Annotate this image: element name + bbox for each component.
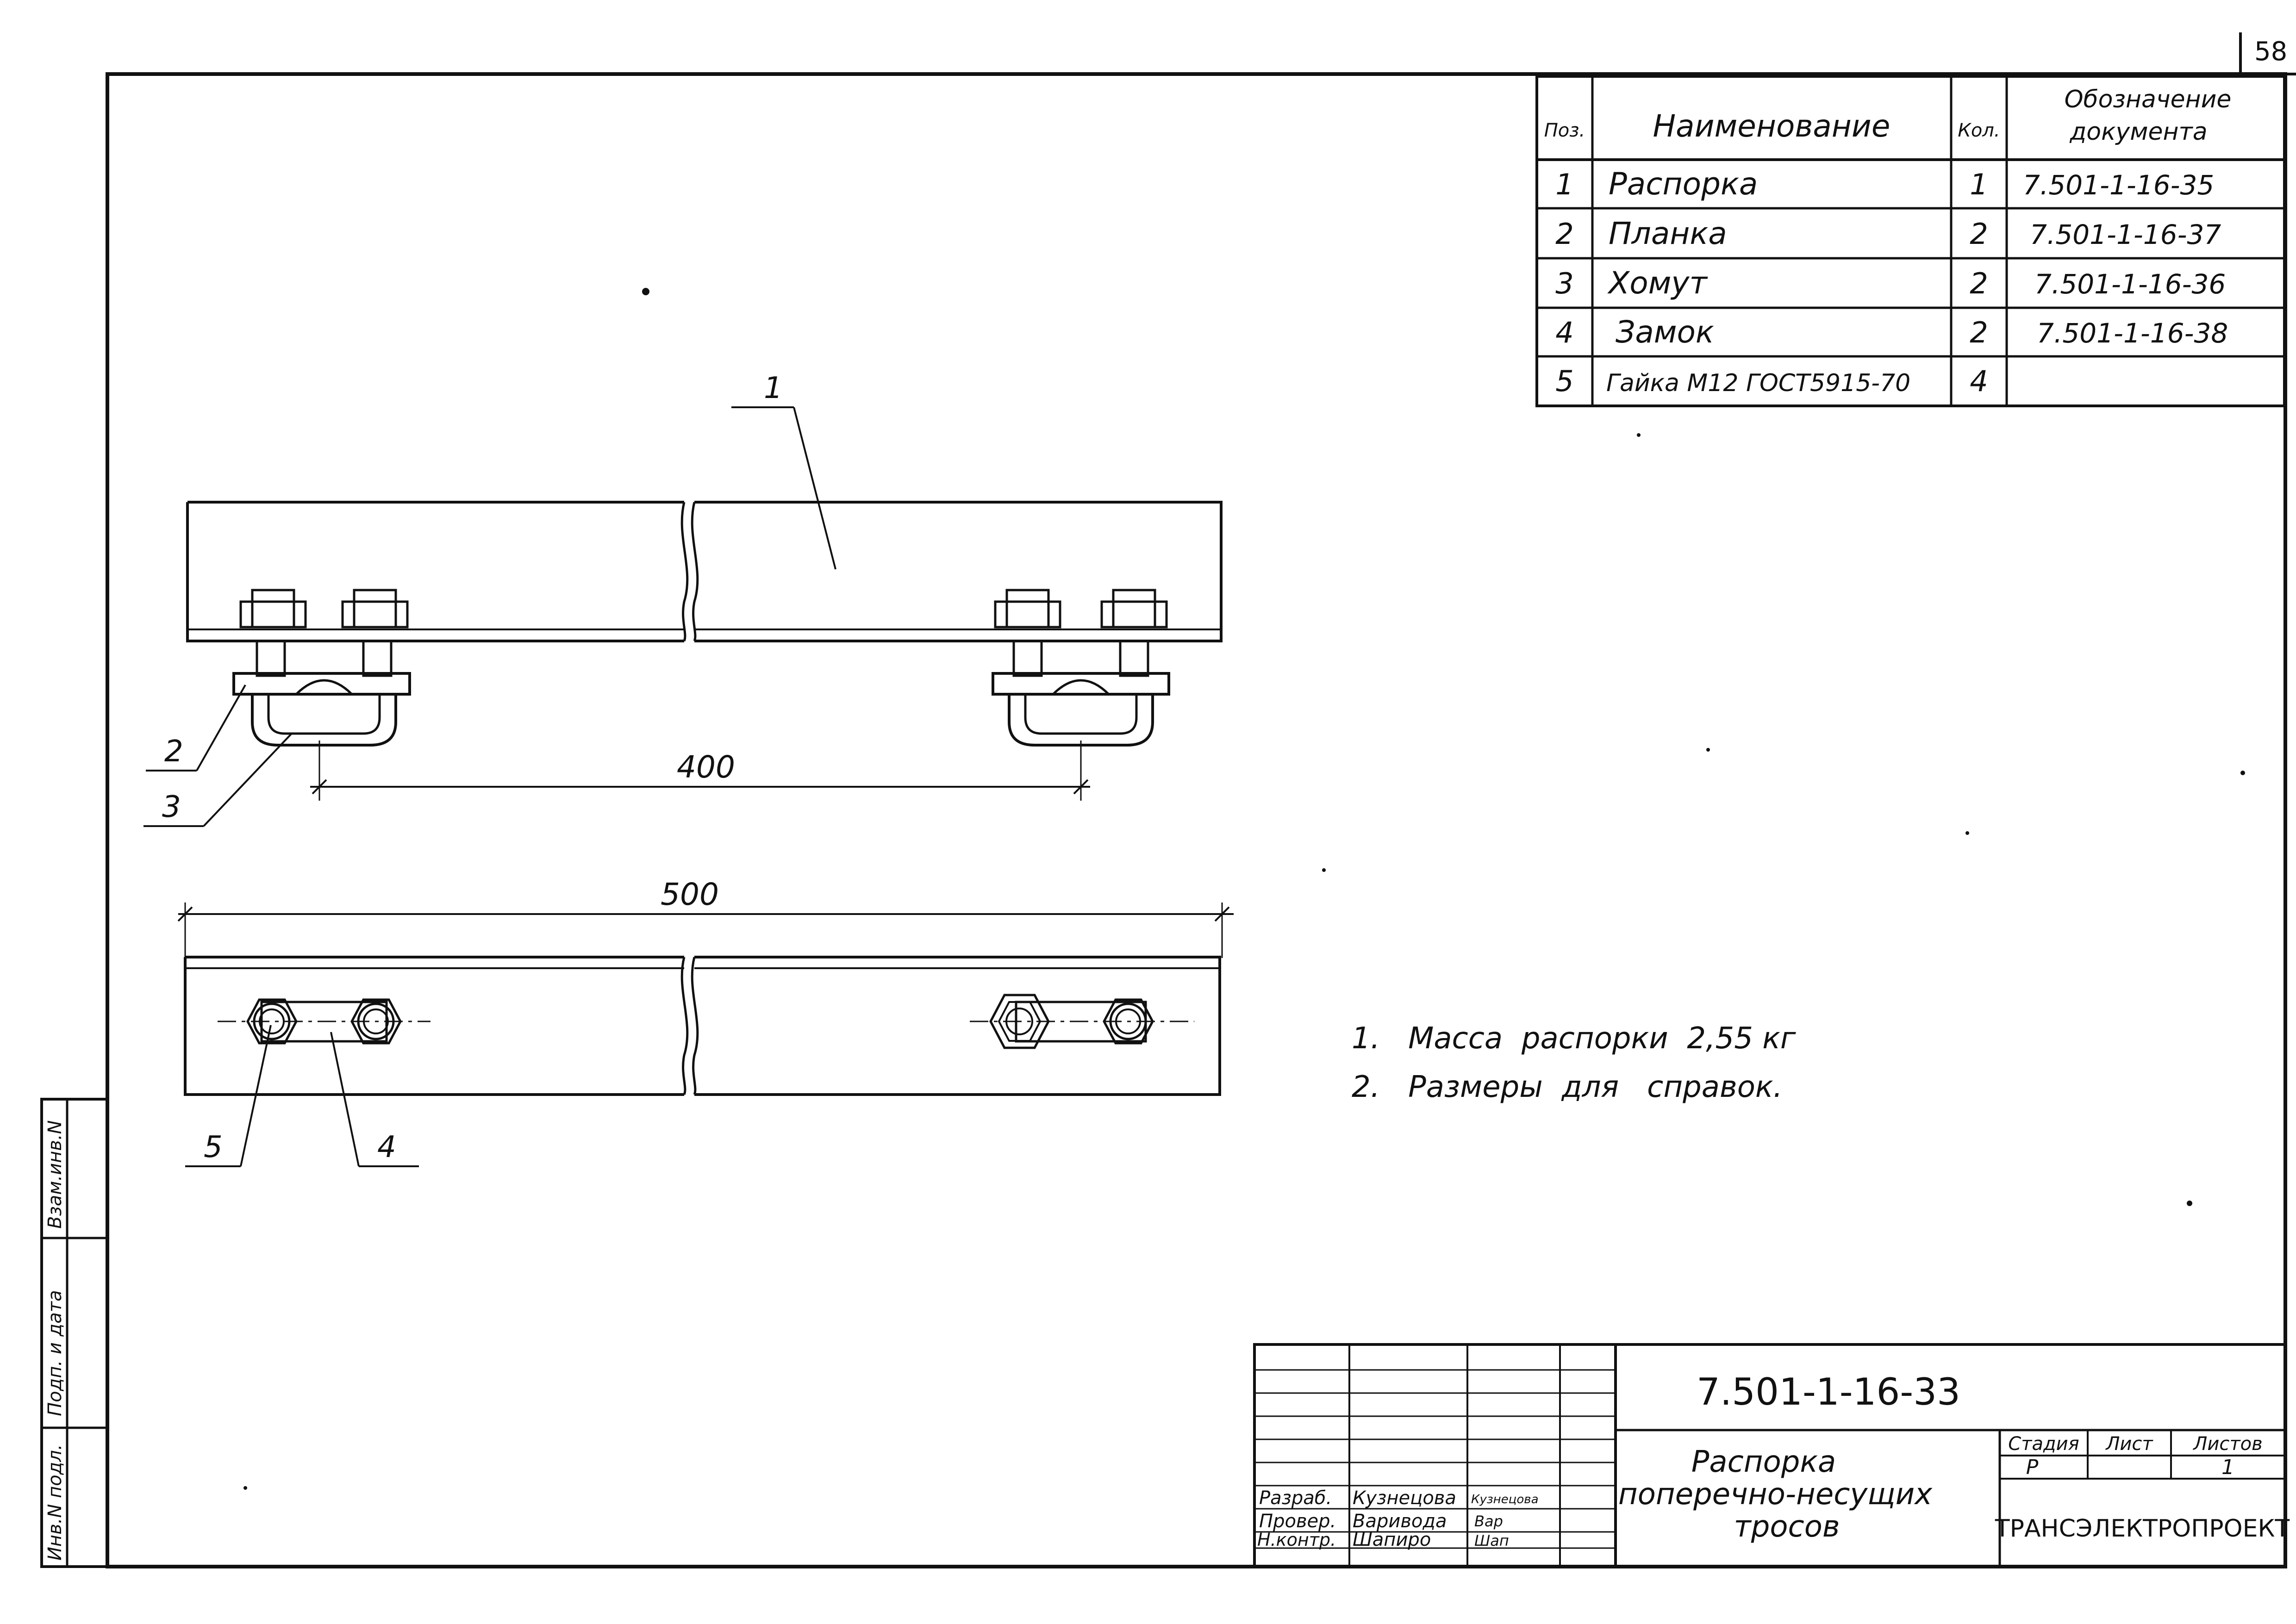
spec-row-qty: 2 [1970, 267, 1988, 300]
title-block: Разраб. Кузнецова Кузнецова Провер. Вари… [1253, 1343, 2290, 1568]
callout-4-label: 4 [377, 1130, 396, 1164]
callout-3-label: 3 [162, 790, 181, 824]
spec-row-name: Распорка [1609, 166, 1758, 202]
side-stamp-replaced-inv: Взам.инв.N [44, 1120, 66, 1229]
scan-noise [243, 288, 2245, 1490]
note-2: 2. Размеры для справок. [1352, 1070, 1783, 1104]
dimension-400: 400 [310, 740, 1090, 801]
spec-row-pos: 4 [1555, 316, 1573, 349]
spec-header-pos: Поз. [1544, 120, 1585, 141]
spec-row-doc: 7.501-1-16-36 [2034, 268, 2226, 300]
stage-value: Р [2026, 1456, 2039, 1479]
spec-row: 2 Планка 2 7.501-1-16-37 [1555, 216, 2221, 251]
signature-row: Н.контр. Шапиро Шап [1257, 1529, 1509, 1550]
side-stamp: Взам.инв.N Подп. и дата Инв.N подл. [40, 1098, 109, 1568]
sheets-value: 1 [2221, 1456, 2234, 1479]
signature-name: Кузнецова [1353, 1487, 1456, 1509]
callout-3: 3 [144, 733, 293, 827]
spec-row-qty: 2 [1970, 217, 1988, 251]
sheets-label: Листов [2192, 1433, 2262, 1455]
lock-plate-right [970, 994, 1194, 1049]
callout-1: 1 [731, 371, 836, 570]
spec-row-doc: 7.501-1-16-35 [2023, 169, 2214, 201]
dimension-500: 500 [177, 877, 1234, 958]
spec-row-pos: 2 [1555, 217, 1573, 251]
spec-row: 5 Гайка М12 ГОСТ5915-70 4 [1555, 364, 1988, 398]
signature-sign: Шап [1474, 1532, 1509, 1549]
lock-plate-left [218, 998, 430, 1045]
spec-row: 1 Распорка 1 7.501-1-16-35 [1555, 166, 2214, 202]
sheet-number: 58 [2254, 37, 2287, 67]
spec-row-pos: 1 [1555, 168, 1573, 201]
spec-row-pos: 3 [1555, 267, 1573, 300]
drawing-title-line1: Распорка [1691, 1445, 1836, 1479]
elevation-view: 400 [186, 501, 1223, 801]
spec-row-doc: 7.501-1-16-37 [2030, 219, 2221, 250]
signature-role: Разраб. [1259, 1487, 1332, 1509]
signature-sign: Вар [1474, 1512, 1503, 1530]
signature-row: Провер. Варивода Вар [1259, 1511, 1503, 1532]
signature-row: Разраб. Кузнецова Кузнецова [1259, 1487, 1539, 1509]
callout-4: 4 [330, 1032, 419, 1167]
spec-row: 3 Хомут 2 7.501-1-16-36 [1555, 265, 2226, 301]
document-code: 7.501-1-16-33 [1697, 1370, 1960, 1413]
signature-sign: Кузнецова [1471, 1493, 1539, 1506]
organization-name: ТРАНСЭЛЕКТРОПРОЕКТ [1995, 1515, 2290, 1543]
signature-role: Провер. [1259, 1511, 1336, 1532]
spec-header-doc-line2: документа [2069, 118, 2207, 146]
signature-role: Н.контр. [1257, 1530, 1336, 1550]
callout-1-label: 1 [764, 371, 783, 405]
clamp-assembly-right [992, 589, 1170, 747]
notes: 1. Масса распорки 2,55 кг 2. Размеры для… [1352, 1021, 1796, 1104]
spec-header-doc-line1: Обозначение [2065, 86, 2232, 113]
spec-row-pos: 5 [1555, 364, 1573, 398]
spec-row-name: Гайка М12 ГОСТ5915-70 [1606, 369, 1910, 397]
plan-view: 500 [177, 877, 1234, 1096]
spec-row-qty: 1 [1970, 168, 1988, 201]
stage-label: Стадия [2008, 1433, 2079, 1455]
sheet-label: Лист [2105, 1433, 2153, 1455]
callout-2-label: 2 [164, 734, 183, 769]
signature-name: Варивода [1353, 1511, 1447, 1532]
callout-2: 2 [146, 684, 246, 772]
spec-header-qty: Кол. [1958, 120, 2000, 141]
sheet-number-block: 58 [2239, 32, 2296, 75]
spec-row-name: Планка [1609, 216, 1727, 251]
side-stamp-sign-date: Подп. и дата [44, 1290, 66, 1416]
clamp-assembly-left [232, 589, 411, 747]
spec-row-qty: 2 [1970, 316, 1988, 349]
spec-row-name: Замок [1616, 314, 1714, 350]
spec-header-name: Наименование [1653, 108, 1890, 144]
side-stamp-orig-inv: Инв.N подл. [44, 1444, 66, 1561]
dimension-400-label: 400 [677, 749, 735, 785]
drawing-title-line2: поперечно-несущих [1618, 1477, 1933, 1512]
drawing-frame [106, 72, 2287, 1568]
spec-row-qty: 4 [1970, 364, 1988, 398]
drawing-title-line3: тросов [1734, 1510, 1840, 1544]
spec-row: 4 Замок 2 7.501-1-16-38 [1555, 314, 2228, 350]
spec-row-name: Хомут [1607, 265, 1708, 301]
callout-5-label: 5 [204, 1130, 223, 1164]
spec-row-doc: 7.501-1-16-38 [2037, 317, 2228, 349]
dimension-500-label: 500 [661, 877, 719, 912]
callout-5: 5 [185, 1025, 272, 1167]
note-1: 1. Масса распорки 2,55 кг [1352, 1021, 1796, 1056]
signature-name: Шапиро [1353, 1529, 1431, 1550]
spec-table: Поз. Наименование Кол. Обозначение докум… [1535, 75, 2286, 407]
